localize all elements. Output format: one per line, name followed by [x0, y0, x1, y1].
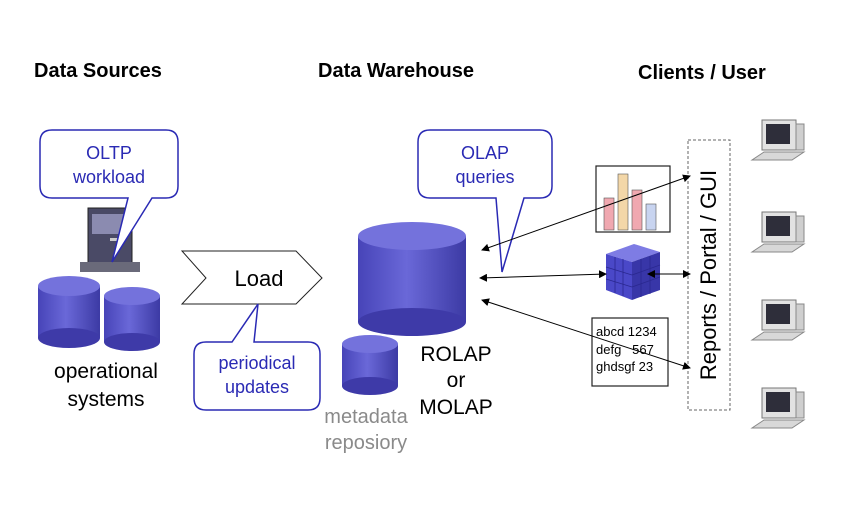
- operational-db-cylinder-2: [104, 287, 160, 351]
- or-line: or: [446, 369, 466, 393]
- arrow-warehouse-chart: [481, 174, 691, 252]
- rolap-line: ROLAP: [420, 343, 492, 366]
- load-arrow-shape: [180, 250, 323, 305]
- operational-line-2: systems: [67, 387, 145, 411]
- operational-systems-label: operational systems: [28, 358, 184, 413]
- metadata-repository-label: metadata reposiory: [306, 404, 426, 456]
- operational-db-cylinder-1: [38, 276, 100, 348]
- oltp-line-2: workload: [72, 166, 146, 187]
- reports-portal-box: [687, 139, 731, 411]
- molap-line: MOLAP: [419, 395, 493, 419]
- operational-line-1: operational: [54, 360, 158, 383]
- report-table: abcd 1234 defg 567 ghdsgf 23: [596, 323, 657, 376]
- olap-cube-icon: [605, 244, 661, 300]
- client-computer-icon: [750, 119, 806, 161]
- report-table-row: abcd 1234: [596, 324, 657, 339]
- metadata-line-1: metadata: [324, 406, 408, 428]
- arrow-warehouse-table: [481, 298, 691, 370]
- client-computer-icon: [750, 387, 806, 429]
- periodical-callout-shape: [193, 303, 321, 411]
- report-table-row: ghdsgf 23: [596, 359, 654, 375]
- bar-chart-icon: [595, 165, 671, 233]
- metadata-cylinder: [342, 335, 398, 395]
- client-computer-icon: [750, 211, 806, 253]
- header-clients-user: Clients / User: [638, 62, 766, 84]
- reports-portal-gui-label: Reports / Portal / GUI: [696, 169, 721, 381]
- olap-line-1: OLAP: [460, 143, 510, 163]
- periodical-line-2: updates: [224, 376, 290, 397]
- oltp-line-1: OLTP: [86, 143, 132, 163]
- rolap-molap-label: ROLAP or MOLAP: [406, 342, 506, 421]
- header-data-warehouse: Data Warehouse: [318, 60, 474, 82]
- load-label: Load: [234, 266, 284, 291]
- periodical-line-1: periodical: [218, 353, 296, 373]
- metadata-line-2: reposiory: [324, 432, 408, 454]
- periodical-callout-text: periodical updates: [194, 352, 320, 400]
- oltp-callout-shape: [39, 129, 179, 263]
- olap-callout-text: OLAP queries: [418, 142, 552, 190]
- header-data-sources: Data Sources: [34, 60, 162, 82]
- report-table-row: defg 567: [596, 341, 654, 357]
- client-computer-icon: [750, 299, 806, 341]
- olap-line-2: queries: [455, 166, 515, 187]
- warehouse-cylinder: [358, 222, 466, 336]
- oltp-callout-text: OLTP workload: [40, 142, 178, 190]
- arrow-warehouse-cube: [479, 270, 607, 282]
